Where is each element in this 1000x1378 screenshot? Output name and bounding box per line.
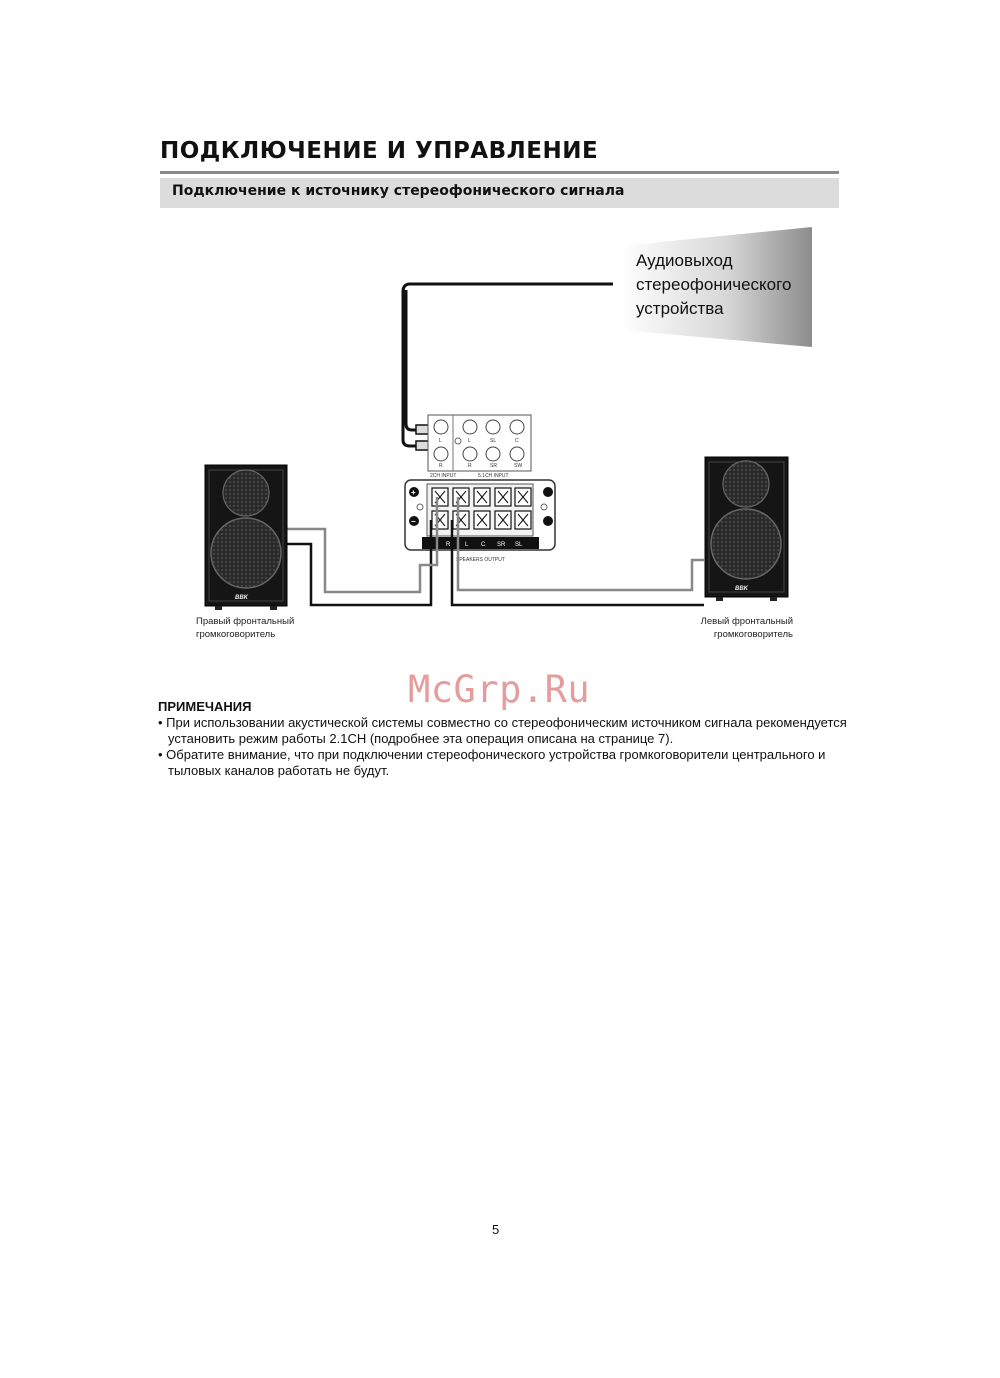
- right-front-speaker: BBK: [204, 464, 288, 610]
- audio-source-block: [620, 227, 812, 347]
- right-speaker-caption: Правый фронтальный громкоговоритель: [196, 615, 294, 641]
- right-speaker-caption-line-1: Правый фронтальный: [196, 616, 295, 627]
- in-51-r: R: [468, 463, 472, 469]
- audio-source-label: Аудиовыход стереофонического устройства: [636, 249, 791, 321]
- in-2ch-r: R: [439, 463, 443, 469]
- left-speaker-wire-black: [450, 520, 704, 607]
- out-r: R: [446, 542, 451, 548]
- minus-sign: −: [411, 517, 416, 526]
- input-2ch-caption: 2CH INPUT: [430, 473, 456, 479]
- note-item: • При использовании акустической системы…: [158, 715, 847, 746]
- left-front-speaker: BBK: [704, 456, 789, 601]
- notes-title: ПРИМЕЧАНИЯ: [158, 699, 252, 714]
- title-divider: [160, 171, 839, 174]
- out-sl: SL: [515, 542, 523, 548]
- out-l: L: [465, 542, 469, 548]
- audio-source-line-2: стереофонического: [636, 275, 792, 294]
- input-panel: L R L SL C R SR SW 2CH INPUT 5.1CH INPUT: [427, 414, 532, 479]
- right-speaker-wire-black: [286, 520, 433, 607]
- audio-source-line-1: Аудиовыход: [636, 251, 733, 270]
- out-c: C: [481, 542, 486, 548]
- out-sr: SR: [497, 542, 506, 548]
- in-51-l: L: [468, 438, 471, 444]
- page-number: 5: [492, 1222, 500, 1237]
- left-speaker-caption: Левый фронтальный громкоговоритель: [693, 615, 793, 641]
- note-item: • Обратите внимание, что при подключении…: [158, 747, 826, 778]
- audio-source-line-3: устройства: [636, 299, 724, 318]
- left-speaker-caption-line-1: Левый фронтальный: [700, 616, 793, 627]
- right-speaker-wire-grey: [286, 497, 439, 594]
- page-title: ПОДКЛЮЧЕНИЕ И УПРАВЛЕНИЕ: [160, 138, 599, 164]
- in-51-sl: SL: [490, 438, 496, 444]
- section-heading: Подключение к источнику стереофоническог…: [160, 178, 839, 208]
- left-speaker-caption-line-2: громкоговоритель: [713, 629, 793, 640]
- notes-section: ПРИМЕЧАНИЯ • При использовании акустичес…: [158, 699, 858, 779]
- in-51-sr: SR: [490, 463, 497, 469]
- rca-cable: [401, 282, 613, 448]
- plus-sign: +: [411, 488, 416, 497]
- left-speaker-wire-grey: [456, 497, 704, 592]
- in-2ch-l: L: [439, 438, 442, 444]
- in-51-sw: SW: [514, 463, 522, 469]
- output-panel: + − R L C SR SL: [404, 479, 556, 563]
- watermark: McGrp.Ru: [408, 668, 591, 711]
- speaker-logo-left: BBK: [735, 586, 749, 592]
- input-51-caption: 5.1CH INPUT: [478, 473, 509, 479]
- right-speaker-caption-line-2: громкоговоритель: [196, 629, 276, 640]
- speaker-logo-right: BBK: [235, 595, 249, 601]
- in-51-c: C: [515, 438, 519, 444]
- speakers-output-caption: SPEAKERS OUTPUT: [456, 557, 505, 563]
